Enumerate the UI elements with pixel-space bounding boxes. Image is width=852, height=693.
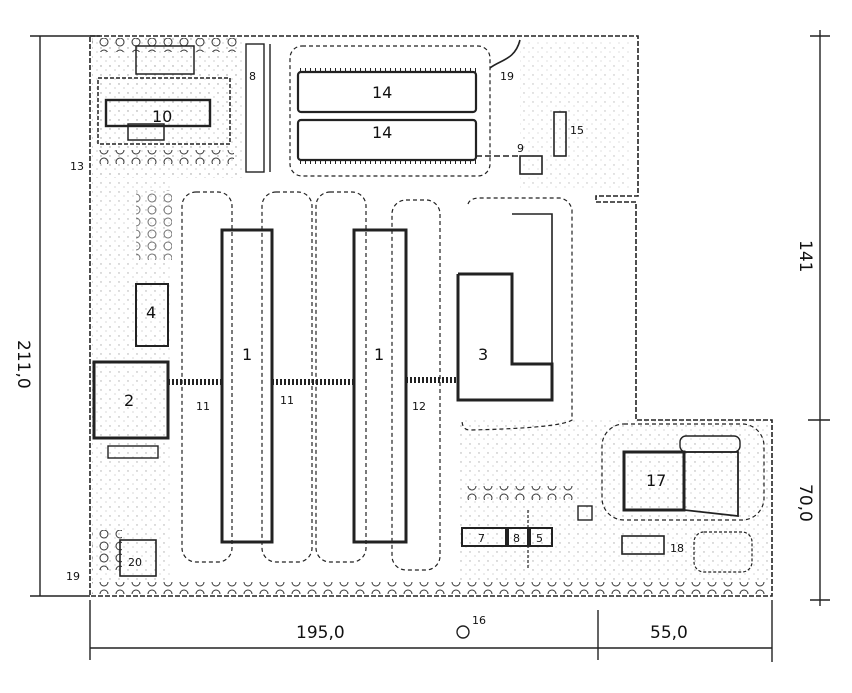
building-3	[456, 197, 573, 431]
label-building-3: 3	[478, 345, 488, 364]
label-building-5: 5	[536, 532, 543, 545]
buildings-17-18	[601, 423, 765, 573]
dim-total-width: 195,0	[296, 623, 345, 643]
label-building-13: 13	[70, 160, 84, 173]
label-building-6: 8	[513, 532, 520, 545]
label-building-19b: 19	[66, 570, 80, 583]
label-building-19a: 19	[500, 70, 514, 83]
label-building-14a: 14	[372, 83, 392, 102]
label-building-7: 7	[478, 532, 485, 545]
label-building-17: 17	[646, 471, 666, 490]
dimension-lines	[30, 30, 830, 662]
hall-rows	[168, 191, 456, 571]
label-building-10: 10	[152, 107, 172, 126]
label-building-11a: 11	[196, 400, 210, 413]
label-building-2: 2	[124, 391, 134, 410]
label-building-11b: 11	[280, 394, 294, 407]
site-boundary	[89, 35, 773, 597]
shrubbery	[92, 38, 770, 594]
entrance-marker	[456, 625, 470, 639]
label-entrance-16: 16	[472, 614, 486, 627]
dim-right-width: 55,0	[650, 623, 688, 643]
building-8	[245, 43, 271, 173]
label-building-20: 20	[128, 556, 142, 569]
label-building-18: 18	[670, 542, 684, 555]
dim-lower-right-height: 70,0	[795, 484, 815, 522]
building-group-10	[97, 45, 231, 145]
label-building-12: 12	[412, 400, 426, 413]
dim-total-height: 211,0	[13, 340, 33, 389]
label-building-9: 9	[517, 142, 524, 155]
label-building-1b: 1	[374, 345, 384, 364]
small-structures-top-right	[476, 39, 567, 175]
label-building-1a: 1	[242, 345, 252, 364]
label-building-15: 15	[570, 124, 584, 137]
buildings-5-7	[461, 505, 593, 570]
label-building-8: 8	[249, 70, 256, 83]
label-building-4: 4	[146, 303, 156, 322]
buildings-14	[289, 45, 491, 177]
buildings-2-4	[92, 283, 170, 577]
dim-upper-right-height: 141	[795, 240, 815, 272]
label-building-14b: 14	[372, 123, 392, 142]
